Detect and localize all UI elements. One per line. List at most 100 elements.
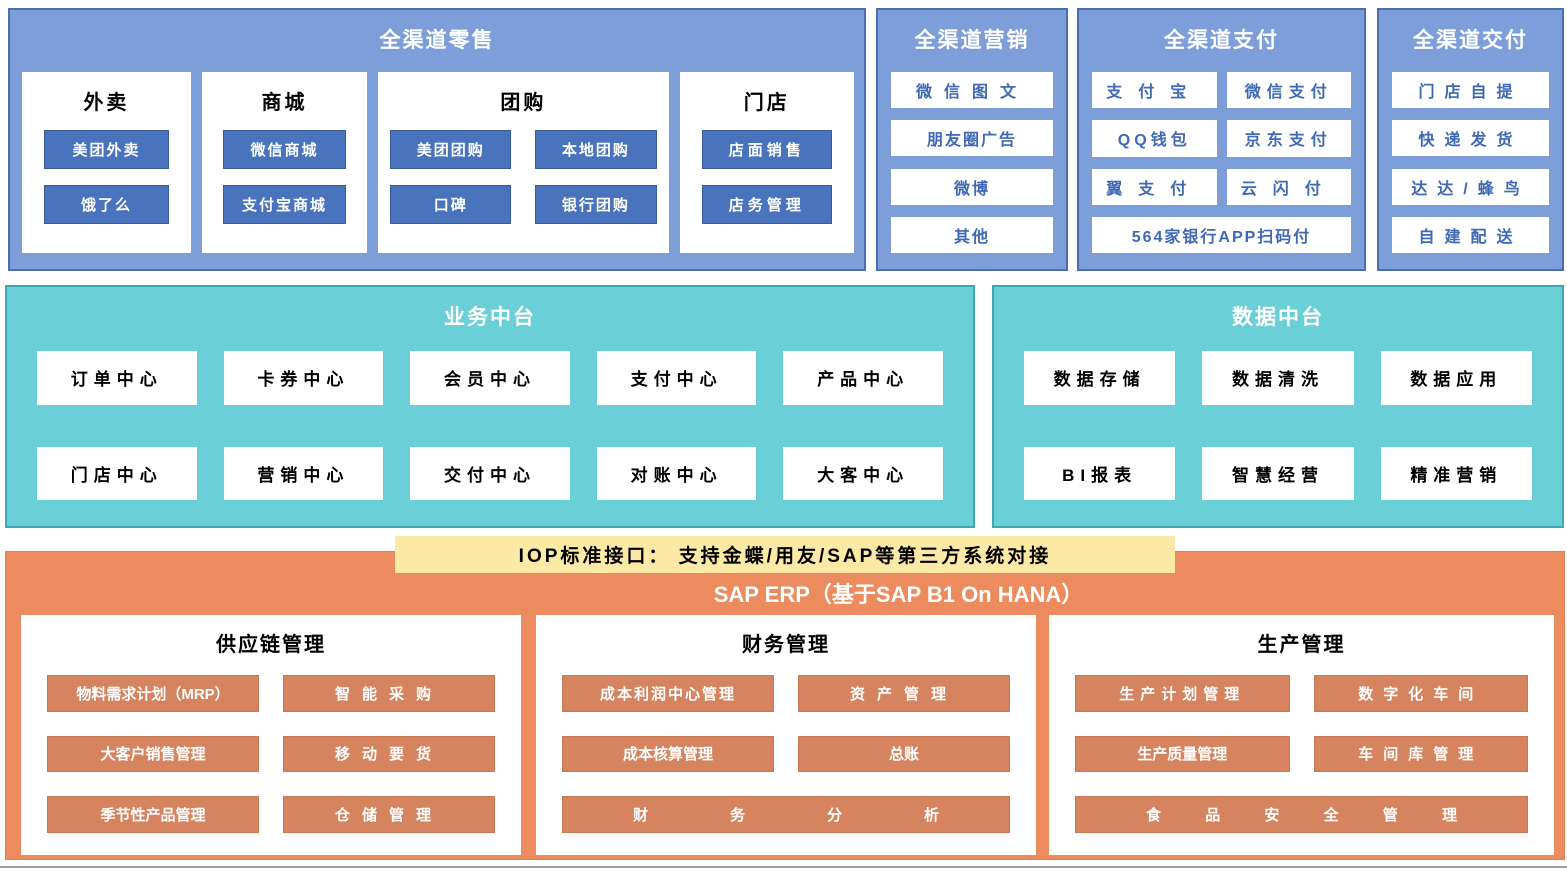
data-capability-item: BI报表: [1024, 446, 1176, 500]
delivery-channel-item: 门店自提: [1392, 72, 1549, 108]
business-center-item: 门店中心: [37, 446, 197, 500]
erp-module-item: 物料需求计划（MRP）: [47, 675, 259, 712]
business-center-item: 营销中心: [223, 446, 384, 500]
erp-module-item: 生产计划管理: [1075, 675, 1290, 712]
delivery-channel-item: 自建配送: [1392, 216, 1549, 253]
erp-module-item: 车间库管理: [1313, 735, 1528, 773]
erp-module-item: 财务分析: [562, 796, 1010, 833]
erp-module-item: 季节性产品管理: [47, 796, 259, 833]
panel-data-middle-platform: 数据中台 数据存储 数据清洗 数据应用 BI报表 智慧经营 精准营销: [992, 285, 1564, 528]
delivery-items: 门店自提 快递发货 达达/蜂鸟 自建配送: [1392, 72, 1549, 253]
retail-column-mall: 商城 微信商城 支付宝商城: [201, 72, 368, 253]
delivery-channel-item: 快递发货: [1392, 120, 1549, 157]
payment-method-item: QQ钱包: [1092, 120, 1217, 157]
payment-method-item: 翼支付: [1092, 168, 1217, 205]
erp-section-finance: 财务管理 成本利润中心管理 资产管理 成本核算管理 总账 财务分析: [536, 615, 1036, 855]
panel-omnichannel-payment: 全渠道支付 支付宝 微信支付 QQ钱包 京东支付 翼支付 云闪付 564家银行A…: [1077, 8, 1366, 271]
marketing-channel-item: 微信图文: [891, 72, 1053, 108]
business-center-item: 对账中心: [596, 446, 757, 500]
erp-module-label: 食品安全管理: [1146, 807, 1457, 825]
marketing-channel-item: 微博: [891, 168, 1053, 205]
retail-column-groupbuy-title: 团购: [500, 92, 547, 114]
retail-takeout-items: 美团外卖 饿了么: [30, 115, 183, 239]
retail-channel-item: 美团团购: [389, 130, 512, 170]
production-title: 生产管理: [1257, 634, 1346, 656]
retail-column-groupbuy: 团购 美团团购 本地团购 口碑 银行团购: [378, 72, 669, 253]
retail-groupbuy-items: 美团团购 本地团购 口碑 银行团购: [386, 115, 660, 239]
data-capability-items: 数据存储 数据清洗 数据应用 BI报表 智慧经营 精准营销: [1024, 351, 1532, 500]
business-center-item: 大客中心: [783, 446, 943, 500]
retail-mall-items: 微信商城 支付宝商城: [210, 115, 359, 239]
payment-method-item: 支付宝: [1092, 72, 1217, 109]
erp-module-item: 智能采购: [283, 675, 495, 712]
business-center-item: 订单中心: [37, 351, 197, 405]
omnichannel-retail-title: 全渠道零售: [379, 29, 495, 52]
omnichannel-delivery-title: 全渠道交付: [1413, 29, 1528, 52]
erp-module-item: 大客户销售管理: [47, 735, 259, 773]
retail-column-store-title: 门店: [743, 92, 790, 114]
finance-items: 成本利润中心管理 资产管理 成本核算管理 总账 财务分析: [562, 675, 1010, 833]
business-center-item: 交付中心: [410, 446, 570, 500]
retail-column-store: 门店 店面销售 店务管理: [679, 72, 854, 253]
supply-chain-items: 物料需求计划（MRP） 智能采购 大客户销售管理 移动要货 季节性产品管理 仓储…: [47, 675, 495, 833]
sap-erp-title: SAP ERP（基于SAP B1 On HANA）: [713, 582, 1084, 607]
retail-channel-item: 口碑: [389, 184, 512, 224]
retail-channel-item: 美团外卖: [43, 130, 170, 170]
retail-store-items: 店面销售 店务管理: [688, 115, 846, 239]
retail-column-mall-title: 商城: [261, 92, 308, 114]
finance-title: 财务管理: [742, 634, 830, 656]
payment-method-item: 微信支付: [1226, 72, 1351, 109]
data-capability-item: 智慧经营: [1202, 446, 1354, 500]
retail-column-takeout: 外卖 美团外卖 饿了么: [22, 72, 191, 253]
retail-column-takeout-title: 外卖: [83, 92, 130, 114]
erp-module-item: 食品安全管理: [1075, 796, 1528, 833]
business-center-item: 支付中心: [596, 351, 757, 405]
marketing-channel-item: 其他: [891, 216, 1053, 253]
retail-channel-item: 店面销售: [701, 130, 832, 170]
panel-sap-erp: 供应链管理 物料需求计划（MRP） 智能采购 大客户销售管理 移动要货 季节性产…: [5, 551, 1565, 860]
data-capability-item: 精准营销: [1380, 446, 1532, 500]
erp-module-item: 总账: [798, 735, 1010, 773]
erp-module-item: 仓储管理: [283, 796, 495, 833]
marketing-items: 微信图文 朋友圈广告 微博 其他: [891, 72, 1053, 253]
retail-channel-item: 店务管理: [701, 184, 832, 224]
retail-channel-item: 支付宝商城: [223, 184, 346, 224]
retail-channel-item: 本地团购: [535, 130, 657, 170]
payment-method-item: 云闪付: [1226, 168, 1351, 205]
business-platform-title: 业务中台: [444, 306, 536, 329]
erp-module-item: 资产管理: [798, 675, 1010, 712]
payment-items: 支付宝 微信支付 QQ钱包 京东支付 翼支付 云闪付 564家银行APP扫码付: [1092, 72, 1351, 253]
business-center-item: 产品中心: [783, 351, 943, 405]
business-center-item: 会员中心: [410, 351, 570, 405]
payment-method-item: 京东支付: [1226, 120, 1351, 157]
business-center-items: 订单中心 卡券中心 会员中心 支付中心 产品中心 门店中心 营销中心 交付中心 …: [37, 351, 943, 500]
erp-section-production: 生产管理 生产计划管理 数字化车间 生产质量管理 车间库管理 食品安全管理: [1049, 615, 1554, 855]
omnichannel-payment-title: 全渠道支付: [1164, 29, 1279, 52]
production-items: 生产计划管理 数字化车间 生产质量管理 车间库管理 食品安全管理: [1075, 675, 1528, 833]
panel-omnichannel-delivery: 全渠道交付 门店自提 快递发货 达达/蜂鸟 自建配送: [1377, 8, 1564, 271]
retail-channel-item: 微信商城: [223, 130, 346, 170]
data-platform-title: 数据中台: [1232, 306, 1324, 329]
retail-channel-item: 银行团购: [535, 184, 657, 224]
data-capability-item: 数据清洗: [1202, 351, 1354, 405]
erp-module-item: 成本核算管理: [562, 735, 774, 773]
slide-bottom-border: [0, 866, 1567, 868]
delivery-channel-item: 达达/蜂鸟: [1392, 168, 1549, 205]
erp-module-item: 移动要货: [283, 735, 495, 773]
erp-section-supply-chain: 供应链管理 物料需求计划（MRP） 智能采购 大客户销售管理 移动要货 季节性产…: [21, 615, 521, 855]
erp-module-item: 生产质量管理: [1075, 735, 1290, 773]
panel-omnichannel-retail: 全渠道零售 外卖 美团外卖 饿了么 商城 微信商城 支付宝商城 团购 美团团购: [8, 8, 866, 271]
erp-module-item: 成本利润中心管理: [562, 675, 774, 712]
business-center-item: 卡券中心: [223, 351, 384, 405]
data-capability-item: 数据存储: [1024, 351, 1176, 405]
erp-module-label: 财务分析: [633, 807, 939, 825]
supply-chain-title: 供应链管理: [216, 634, 326, 656]
panel-omnichannel-marketing: 全渠道营销 微信图文 朋友圈广告 微博 其他: [876, 8, 1068, 271]
panel-business-middle-platform: 业务中台 订单中心 卡券中心 会员中心 支付中心 产品中心 门店中心 营销中心 …: [5, 285, 975, 528]
marketing-channel-item: 朋友圈广告: [891, 120, 1053, 157]
omnichannel-marketing-title: 全渠道营销: [914, 29, 1030, 52]
iop-interface-banner: IOP标准接口： 支持金蝶/用友/SAP等第三方系统对接: [395, 536, 1175, 573]
erp-module-item: 数字化车间: [1313, 675, 1528, 712]
retail-columns: 外卖 美团外卖 饿了么 商城 微信商城 支付宝商城 团购 美团团购 本地团购 口…: [22, 72, 854, 253]
payment-method-item: 564家银行APP扫码付: [1092, 216, 1351, 253]
